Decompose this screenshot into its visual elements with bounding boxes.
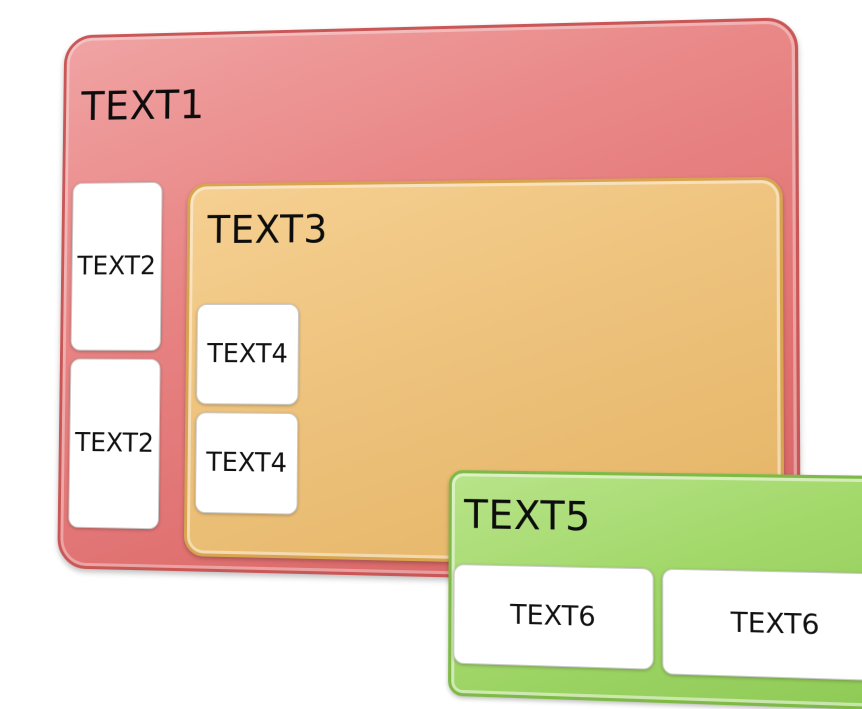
- inner-child-box-1: TEXT6: [453, 564, 654, 670]
- middle-child-box-2: TEXT4: [194, 412, 299, 515]
- inner-panel: TEXT5 TEXT6 TEXT6: [448, 469, 862, 709]
- middle-child-box-1: TEXT4: [196, 303, 300, 405]
- outer-panel-label: TEXT1: [81, 82, 205, 130]
- outer-panel: TEXT1 TEXT2 TEXT2 TEXT3 TEXT4 TEXT4 TEXT…: [57, 17, 862, 709]
- inner-child-box-2: TEXT6: [662, 568, 862, 682]
- diagram-stage: TEXT1 TEXT2 TEXT2 TEXT3 TEXT4 TEXT4 TEXT…: [57, 17, 862, 709]
- middle-panel-label: TEXT3: [207, 207, 329, 253]
- middle-panel: TEXT3 TEXT4 TEXT4 TEXT5 TEXT6 TEXT6: [183, 176, 862, 709]
- outer-child-box-1: TEXT2: [70, 181, 163, 351]
- inner-panel-label: TEXT5: [463, 491, 591, 540]
- nested-diagram: TEXT1 TEXT2 TEXT2 TEXT3 TEXT4 TEXT4 TEXT…: [57, 17, 862, 709]
- outer-child-box-2: TEXT2: [68, 358, 161, 530]
